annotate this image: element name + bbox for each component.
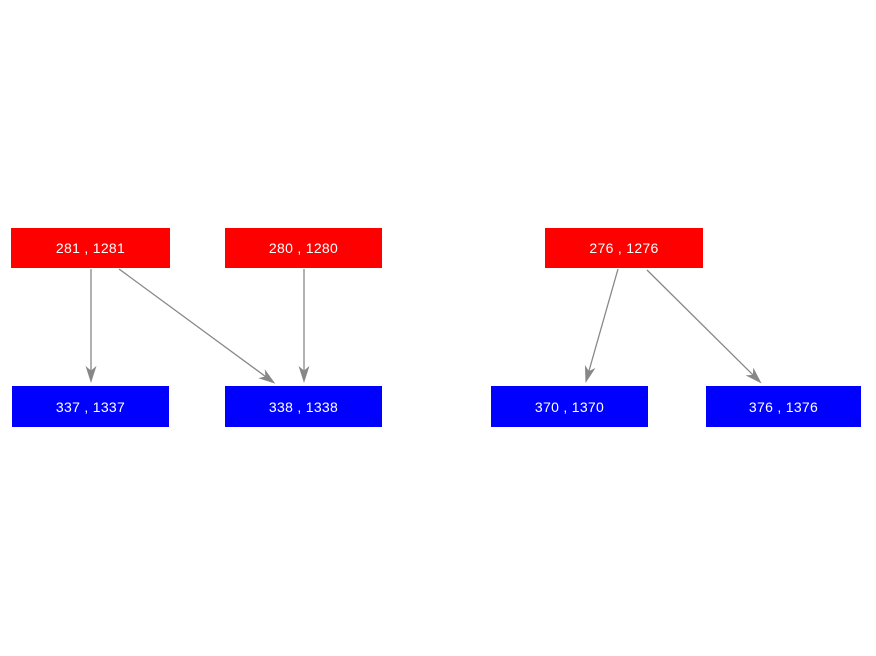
node-338-1338: 338 , 1338 [225, 386, 382, 427]
node-370-1370: 370 , 1370 [491, 386, 648, 427]
node-281-1281: 281 , 1281 [11, 228, 170, 268]
node-376-1376: 376 , 1376 [706, 386, 861, 427]
edge-276-to-376 [646, 269, 762, 384]
node-280-1280: 280 , 1280 [225, 228, 382, 268]
edge-276-to-370 [584, 268, 619, 384]
edge-281-to-338 [118, 268, 276, 384]
node-276-1276: 276 , 1276 [545, 228, 703, 268]
node-337-1337: 337 , 1337 [12, 386, 169, 427]
